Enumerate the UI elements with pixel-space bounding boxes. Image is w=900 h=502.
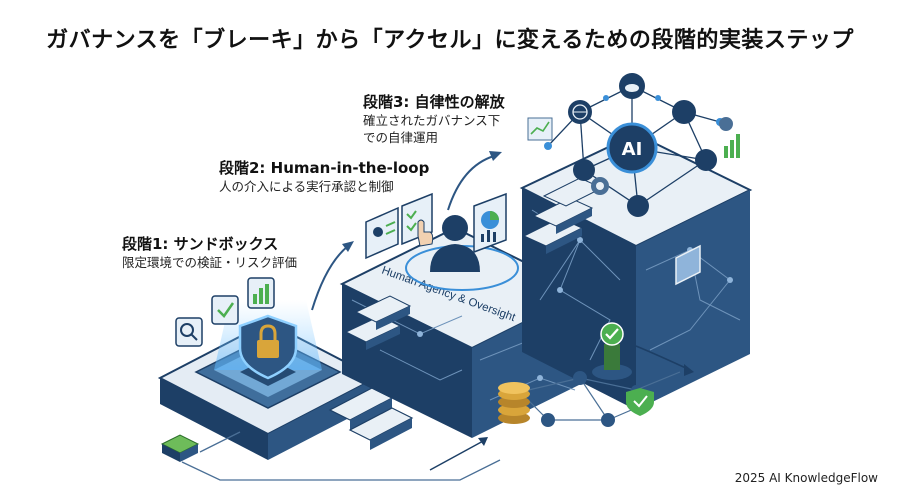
id-card-icon <box>365 206 399 260</box>
autonomy-steps <box>522 177 604 254</box>
bar-chart-panel-icon <box>724 134 740 158</box>
check-lever-icon <box>592 322 632 380</box>
page-title: ガバナンスを「ブレーキ」から「アクセル」に変えるための段階的実装ステップ <box>46 28 854 53</box>
pie-chart-icon <box>473 192 507 254</box>
stage-2-label: 段階2: Human-in-the-loop 人の介入による実行承認と制御 <box>219 158 429 195</box>
ai-chip-label: AI <box>622 139 643 160</box>
bar-chart-icon <box>247 277 275 309</box>
stage-3-title: 段階3: 自律性の解放 <box>363 93 505 111</box>
stage-3-label: 段階3: 自律性の解放 確立されたガバナンス下 での自律運用 <box>363 92 533 146</box>
globe-icon <box>572 104 588 120</box>
stage-2-title: 段階2: Human-in-the-loop <box>219 159 430 177</box>
stage-3-description-line-1: 確立されたガバナンス下 <box>363 113 501 128</box>
sandbox-steps <box>328 387 414 450</box>
magnifier-icon <box>175 317 203 347</box>
stage-1-title: 段階1: サンドボックス <box>122 235 279 253</box>
small-node-cube <box>160 434 200 462</box>
stage-1-description: 限定環境での検証・リスク評価 <box>122 255 298 270</box>
line-chart-panel-icon <box>527 117 553 141</box>
stage-3-description-line-2: での自律運用 <box>363 130 439 145</box>
bottom-network <box>519 371 681 427</box>
checklist-icon <box>211 295 239 325</box>
stage-1-label: 段階1: サンドボックス 限定環境での検証・リスク評価 <box>122 234 297 271</box>
pointer-hand-icon <box>417 219 434 247</box>
gear-icon <box>591 117 733 195</box>
cloud-icon <box>625 84 639 92</box>
padlock-shield-icon <box>238 314 298 380</box>
autonomy-platform <box>519 132 753 410</box>
coins-icon <box>498 382 530 424</box>
person-icon <box>430 215 480 272</box>
ai-chip-icon: AI <box>606 122 658 174</box>
footer-credit: 2025 AI KnowledgeFlow <box>734 471 878 485</box>
oversight-steps <box>344 295 412 350</box>
check-shield-icon <box>626 388 654 416</box>
stage-2-description: 人の介入による実行承認と制御 <box>219 179 394 194</box>
